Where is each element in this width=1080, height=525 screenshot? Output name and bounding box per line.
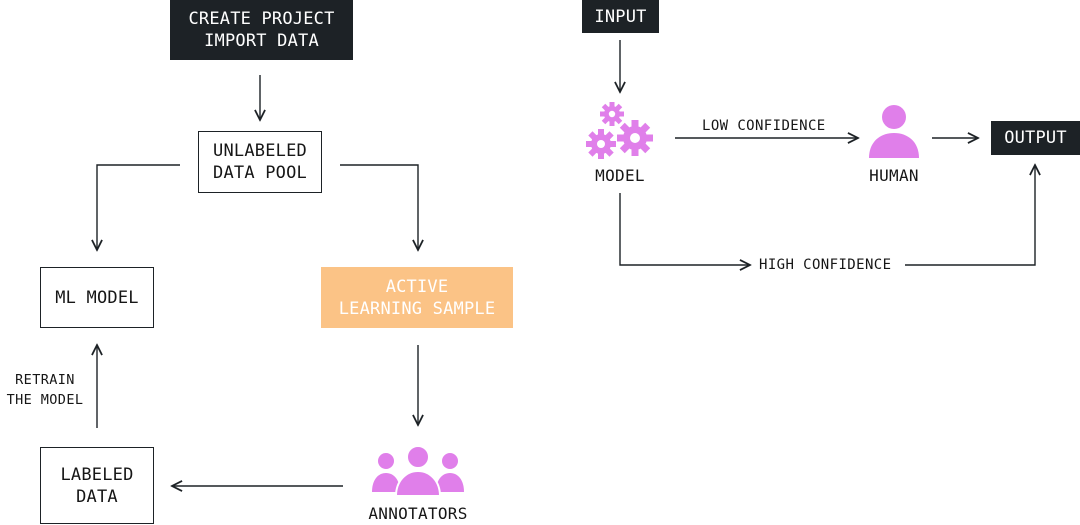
- create-project-line1: CREATE PROJECT: [188, 9, 335, 29]
- arrow-pool-to-active-learning: [340, 164, 418, 250]
- input-box: INPUT: [582, 0, 659, 33]
- unlabeled-pool-line2: DATA POOL: [213, 163, 307, 183]
- output-box: OUTPUT: [991, 121, 1080, 155]
- gears-icon: [586, 102, 653, 159]
- labeled-data-line1: LABELED: [60, 464, 134, 485]
- low-confidence-label: LOW CONFIDENCE: [700, 117, 828, 135]
- person-icon: [869, 105, 919, 158]
- annotators-label: ANNOTATORS: [368, 504, 468, 523]
- retrain-label: RETRAIN THE MODEL: [2, 370, 88, 410]
- ml-model-label: ML MODEL: [55, 287, 139, 308]
- input-label: INPUT: [594, 6, 647, 27]
- unlabeled-pool-line1: UNLABELED: [213, 141, 307, 161]
- create-project-box: CREATE PROJECT IMPORT DATA: [170, 0, 353, 60]
- ml-model-box: ML MODEL: [40, 267, 154, 328]
- people-group-icon: [372, 445, 464, 496]
- active-learning-sample-box: ACTIVE LEARNING SAMPLE: [321, 267, 513, 328]
- unlabeled-data-pool-box: UNLABELED DATA POOL: [198, 131, 322, 193]
- labeled-data-line2: DATA: [76, 486, 118, 507]
- labeled-data-box: LABELED DATA: [40, 447, 154, 524]
- output-label: OUTPUT: [1004, 128, 1067, 148]
- retrain-line2: THE MODEL: [6, 392, 84, 408]
- arrow-pool-to-ml-model: [97, 164, 180, 250]
- active-learning-line1: ACTIVE: [385, 276, 449, 297]
- human-label: HUMAN: [869, 166, 919, 185]
- model-label: MODEL: [595, 166, 645, 185]
- active-learning-line2: LEARNING SAMPLE: [338, 298, 496, 319]
- create-project-line2: IMPORT DATA: [204, 31, 319, 51]
- retrain-line1: RETRAIN: [15, 372, 75, 388]
- arrow-high-confidence-to-output: [905, 165, 1035, 266]
- arrow-model-high-confidence: [619, 193, 750, 265]
- high-confidence-label: HIGH CONFIDENCE: [757, 256, 894, 274]
